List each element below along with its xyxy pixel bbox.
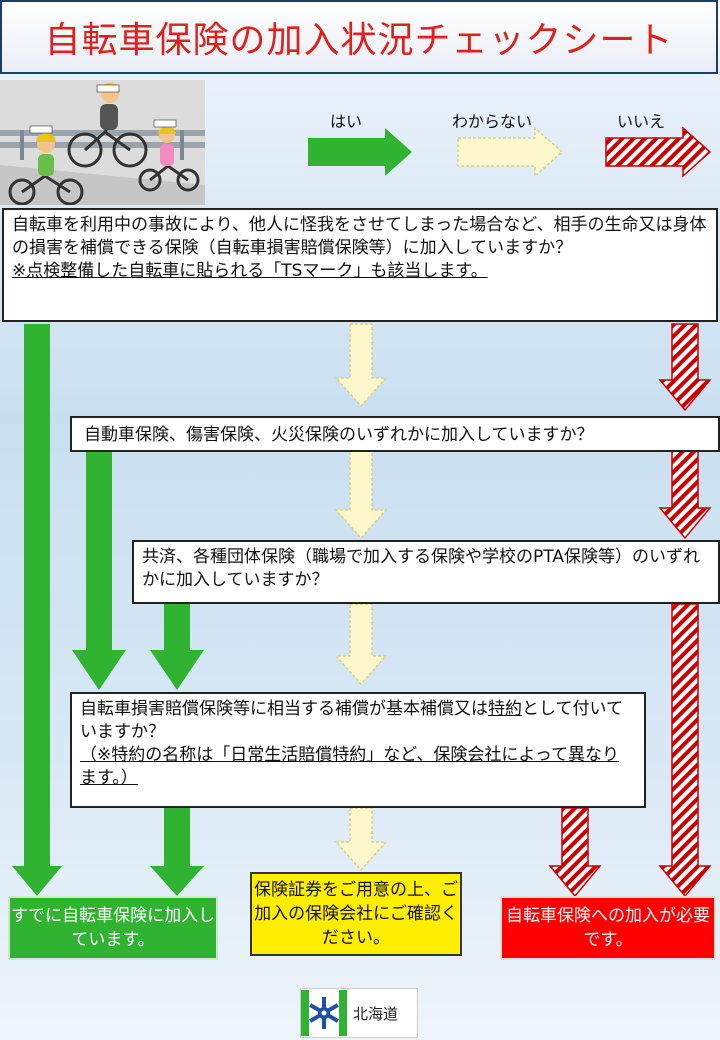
page-title: 自転車保険の加入状況チェックシート [0,0,718,74]
yes-arrow-q1 [12,324,62,896]
legend-no-label: いいえ [617,112,666,131]
legend-unknown-label: わからない [452,112,533,131]
question-2-box: 自動車保険、傷害保険、火災保険のいずれかに加入していますか？ [70,416,720,452]
no-arrow-q4 [548,807,602,898]
cyclists-illustration [0,80,205,206]
hokkaido-emblem-icon [301,990,347,1036]
cyclists-icon [0,80,205,206]
question-4-text-underlined: 特約 [488,699,522,719]
yes-arrow-q3 [150,604,204,690]
yes-arrow-q2 [72,450,126,690]
unknown-arrow-q4 [334,807,388,872]
legend-no-arrow [605,126,712,178]
question-4-text-before: 自転車損害賠償保険等に相当する補償が基本補償又は [80,699,488,719]
legend-yes-label: はい [330,112,363,131]
question-1-note: ※点検整備した自転車に貼られる「TSマーク」も該当します。 [12,261,488,281]
question-4-text-after: として付いていますか？ [80,699,623,742]
question-3-box: 共済、各種団体保険（職場で加入する保険や学校のPTA保険等）のいずれかに加入して… [132,540,720,604]
question-2-text: 自動車保険、傷害保険、火災保険のいずれかに加入していますか？ [84,425,594,445]
unknown-arrow-q1 [334,323,388,408]
no-arrow-q3 [658,603,712,898]
legend-yes-arrow [308,128,412,176]
no-arrow-q1 [658,323,712,412]
hokkaido-logo: 北海道 [300,988,418,1038]
unknown-arrow-q3 [334,603,388,686]
yes-arrow-q4 [150,808,204,896]
question-1-box: 自転車を利用中の事故により、他人に怪我をさせてしまった場合など、相手の生命又は身… [2,208,718,322]
no-arrow-q2 [658,449,712,540]
result-already-insured: すでに自転車保険に加入しています。 [8,896,218,960]
result-insurance-required: 自転車保険への加入が必要です。 [500,896,716,960]
result-check-policy: 保険証券をご用意の上、ご加入の保険会社にご確認ください。 [250,872,462,956]
question-1-text: 自転車を利用中の事故により、他人に怪我をさせてしまった場合など、相手の生命又は身… [12,215,707,258]
logo-label: 北海道 [353,1004,399,1023]
unknown-arrow-q2 [334,449,388,540]
question-4-note: （※特約の名称は「日常生活賠償特約」など、保険会社によって異なります。） [80,745,620,788]
question-4-box: 自転車損害賠償保険等に相当する補償が基本補償又は特約として付いていますか？ （※… [70,692,646,808]
question-3-text: 共済、各種団体保険（職場で加入する保険や学校のPTA保険等）のいずれかに加入して… [142,547,700,590]
legend-unknown-arrow [457,126,564,178]
